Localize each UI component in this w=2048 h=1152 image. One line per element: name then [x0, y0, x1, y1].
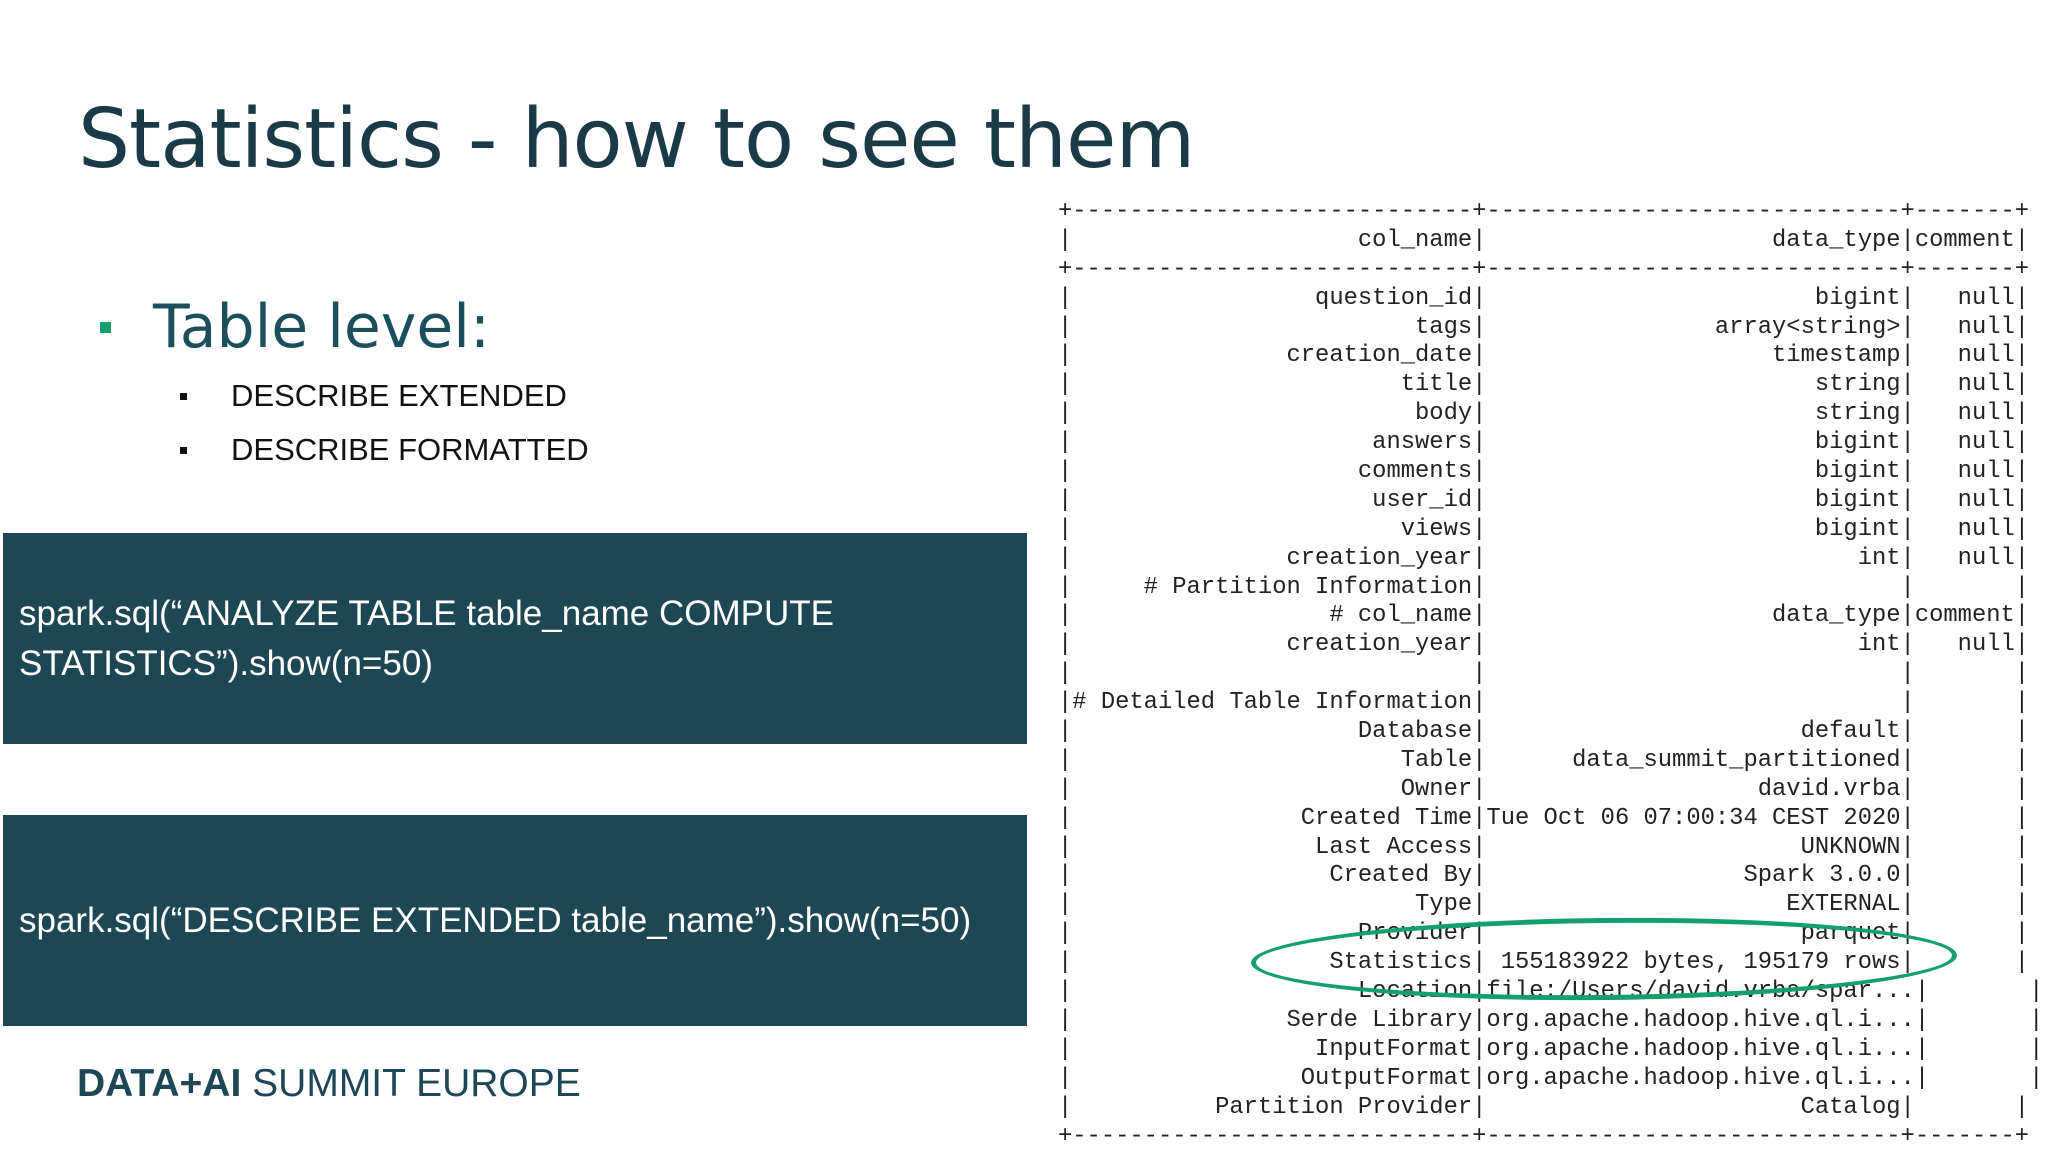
table-row: | answers| bigint| null|	[1058, 429, 2030, 457]
table-row: | comments| bigint| null|	[1058, 458, 2030, 486]
table-row: | Owner| david.vrba| |	[1058, 775, 2030, 803]
table-row: | Table| data_summit_partitioned| |	[1058, 746, 2030, 774]
sub-bullet-describe-extended: DESCRIBE EXTENDED	[180, 378, 567, 414]
table-row: | | | |	[1058, 660, 2030, 688]
square-bullet-icon	[180, 392, 187, 400]
code-line: spark.sql(“ANALYZE TABLE table_name COMP…	[19, 593, 834, 633]
table-row: | Serde Library|org.apache.hadoop.hive.q…	[1058, 1006, 2044, 1034]
table-row: | Last Access| UNKNOWN| |	[1058, 833, 2030, 861]
table-row: | Statistics| 155183922 bytes, 195179 ro…	[1058, 949, 2030, 977]
sub-bullet-text: DESCRIBE FORMATTED	[231, 432, 589, 467]
table-row: | # Partition Information| | |	[1058, 573, 2030, 601]
table-row: | Partition Provider| Catalog| |	[1058, 1093, 2030, 1121]
sub-bullet-text: DESCRIBE EXTENDED	[231, 378, 567, 413]
table-row: | OutputFormat|org.apache.hadoop.hive.ql…	[1058, 1064, 2044, 1092]
table-row: | creation_date| timestamp| null|	[1058, 342, 2030, 370]
square-bullet-icon	[180, 446, 187, 454]
table-border: +----------------------------+----------…	[1058, 198, 2030, 225]
table-border: +----------------------------+----------…	[1058, 255, 2030, 283]
table-row: | Created By| Spark 3.0.0| |	[1058, 862, 2030, 890]
table-row: | body| string| null|	[1058, 400, 2030, 428]
table-row: | views| bigint| null|	[1058, 515, 2030, 543]
table-row: | title| string| null|	[1058, 371, 2030, 399]
square-bullet-icon	[100, 321, 111, 333]
table-row: | tags| array<string>| null|	[1058, 313, 2030, 341]
table-row: | InputFormat|org.apache.hadoop.hive.ql.…	[1058, 1035, 2044, 1063]
slide-title: Statistics - how to see them	[78, 92, 1195, 187]
table-border: +----------------------------+----------…	[1058, 1122, 2030, 1150]
bullet-text: Table level:	[153, 292, 491, 362]
sub-bullet-describe-formatted: DESCRIBE FORMATTED	[180, 432, 589, 468]
table-row: | creation_year| int| null|	[1058, 544, 2030, 572]
table-row: | question_id| bigint| null|	[1058, 284, 2030, 312]
brand-bold: DATA+AI	[77, 1062, 242, 1105]
code-line: spark.sql(“DESCRIBE EXTENDED table_name”…	[19, 900, 972, 940]
table-row: | user_id| bigint| null|	[1058, 486, 2030, 514]
describe-output-table: +----------------------------+----------…	[1058, 198, 2043, 1151]
code-box-describe: spark.sql(“DESCRIBE EXTENDED table_name”…	[3, 815, 1027, 1026]
table-row: | Database| default| |	[1058, 718, 2030, 746]
table-row: | creation_year| int| null|	[1058, 631, 2030, 659]
code-line: STATISTICS”).show(n=50)	[19, 643, 433, 683]
table-header-row: | col_name| data_type|comment|	[1058, 226, 2030, 254]
bullet-table-level: Table level:	[100, 292, 490, 362]
table-row: | Type| EXTERNAL| |	[1058, 891, 2030, 919]
table-row: | Location|file:/Users/david.vrba/spar..…	[1058, 978, 2044, 1006]
brand-rest: SUMMIT EUROPE	[241, 1062, 581, 1105]
table-row: | # col_name| data_type|comment|	[1058, 602, 2030, 630]
table-row: | Provider| parquet| |	[1058, 920, 2030, 948]
table-row: | Created Time|Tue Oct 06 07:00:34 CEST …	[1058, 804, 2030, 832]
code-box-analyze: spark.sql(“ANALYZE TABLE table_name COMP…	[3, 533, 1027, 744]
table-row: |# Detailed Table Information| | |	[1058, 689, 2030, 717]
brand-logo-text: DATA+AI SUMMIT EUROPE	[77, 1062, 581, 1106]
